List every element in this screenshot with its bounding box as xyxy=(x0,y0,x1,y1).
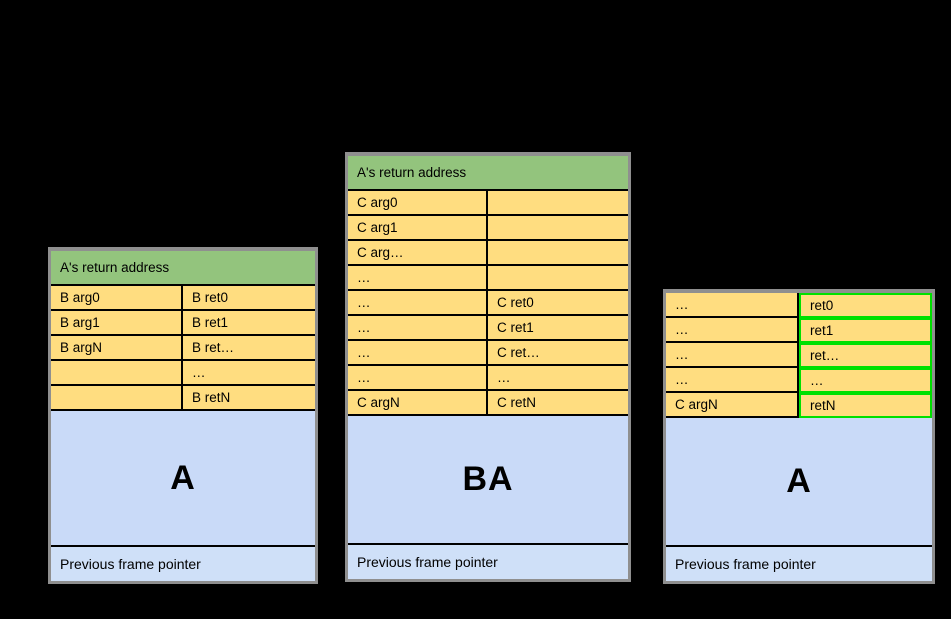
stack-row: B retN xyxy=(51,386,315,411)
stack-cell-right: C ret… xyxy=(488,341,628,364)
stack-cell-right xyxy=(488,241,628,264)
stack-row: …C ret0 xyxy=(348,291,628,316)
stack-cell-right: ret0 xyxy=(799,293,932,318)
stack-cell-right: … xyxy=(183,361,315,384)
stack-row: …C ret1 xyxy=(348,316,628,341)
stack-cell-right: B ret1 xyxy=(183,311,315,334)
stack-cell-right: retN xyxy=(799,393,932,418)
stack-cell-left: … xyxy=(666,368,799,391)
stack-cell-right: ret1 xyxy=(799,318,932,343)
stack-cell-left: C arg1 xyxy=(348,216,488,239)
stack-cell-left: B arg1 xyxy=(51,311,183,334)
stack-row: … xyxy=(51,361,315,386)
stack-cell-left: … xyxy=(666,293,799,316)
stack-cell-right xyxy=(488,266,628,289)
stack-cell-right: B retN xyxy=(183,386,315,409)
stack-cell-left: … xyxy=(348,291,488,314)
stack-row: C arg1 xyxy=(348,216,628,241)
stack-cell-right: C ret1 xyxy=(488,316,628,339)
stack-cell-left: C arg0 xyxy=(348,191,488,214)
stack-cell-right: C retN xyxy=(488,391,628,414)
frame-body-label: A xyxy=(51,411,315,545)
stack-row: C arg0 xyxy=(348,191,628,216)
stack-cell-left xyxy=(51,386,183,409)
stack-cell-left: … xyxy=(348,366,488,389)
stack-row: …… xyxy=(666,368,932,393)
previous-frame-pointer: Previous frame pointer xyxy=(666,545,932,581)
stack-cell-left: C argN xyxy=(348,391,488,414)
return-address-header: A's return address xyxy=(51,251,315,286)
stack-row: …… xyxy=(348,366,628,391)
stack-cell-left: … xyxy=(348,266,488,289)
stack-cell-left: C arg… xyxy=(348,241,488,264)
stack-cell-left: C argN xyxy=(666,393,799,416)
stack-row: …C ret… xyxy=(348,341,628,366)
frame-body-label: A xyxy=(666,418,932,545)
stack-row: …ret0 xyxy=(666,293,932,318)
stack-cell-right xyxy=(488,216,628,239)
previous-frame-pointer: Previous frame pointer xyxy=(51,545,315,581)
frame-body-label: BA xyxy=(348,416,628,543)
stack-cell-left: B argN xyxy=(51,336,183,359)
stack-cell-right: B ret0 xyxy=(183,286,315,309)
return-address-header: A's return address xyxy=(348,156,628,191)
stack-cell-right xyxy=(488,191,628,214)
stack-row: …ret1 xyxy=(666,318,932,343)
stack-row: … xyxy=(348,266,628,291)
stack-cell-right: ret… xyxy=(799,343,932,368)
stack-cell-left: B arg0 xyxy=(51,286,183,309)
stack-cell-right: B ret… xyxy=(183,336,315,359)
stack-cell-left: … xyxy=(666,343,799,366)
stack-cell-right: C ret0 xyxy=(488,291,628,314)
stack-cell-left: … xyxy=(348,316,488,339)
stack-cell-left: … xyxy=(348,341,488,364)
stack-cell-left xyxy=(51,361,183,384)
stack-cell-right: … xyxy=(488,366,628,389)
stack-row: C arg… xyxy=(348,241,628,266)
stack-row: …ret… xyxy=(666,343,932,368)
stack-cell-right: … xyxy=(799,368,932,393)
previous-frame-pointer: Previous frame pointer xyxy=(348,543,628,579)
stack-cell-left: … xyxy=(666,318,799,341)
